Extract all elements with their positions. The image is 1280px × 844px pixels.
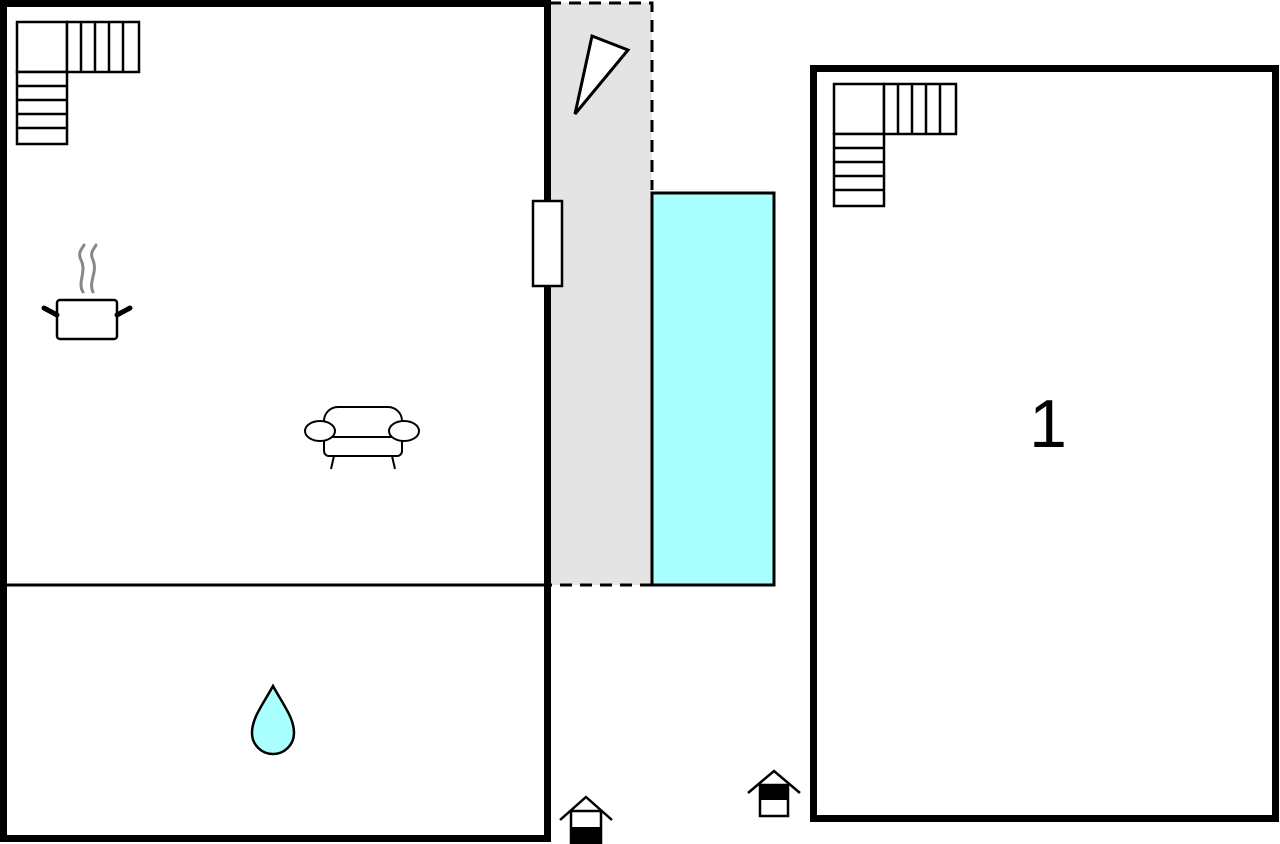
stairs-icon: [832, 82, 958, 208]
entrance-icon: [747, 769, 801, 818]
kitchen-pot-icon: [41, 243, 133, 341]
window-icon: [531, 199, 564, 288]
sofa-icon: [304, 406, 420, 470]
stairs-icon: [15, 20, 141, 146]
terrace: [549, 1, 654, 587]
entrance-icon: [559, 795, 613, 844]
terrace-area: [549, 3, 652, 585]
terrace-marker-icon: [573, 33, 631, 115]
pool-icon: [650, 191, 776, 587]
room-number: 1: [1029, 386, 1067, 462]
building-left-outline: [0, 0, 551, 842]
bathroom-drop-icon: [250, 683, 296, 756]
terrace-dashed-outline: [549, 1, 654, 587]
building-right-outline: [810, 65, 1279, 822]
